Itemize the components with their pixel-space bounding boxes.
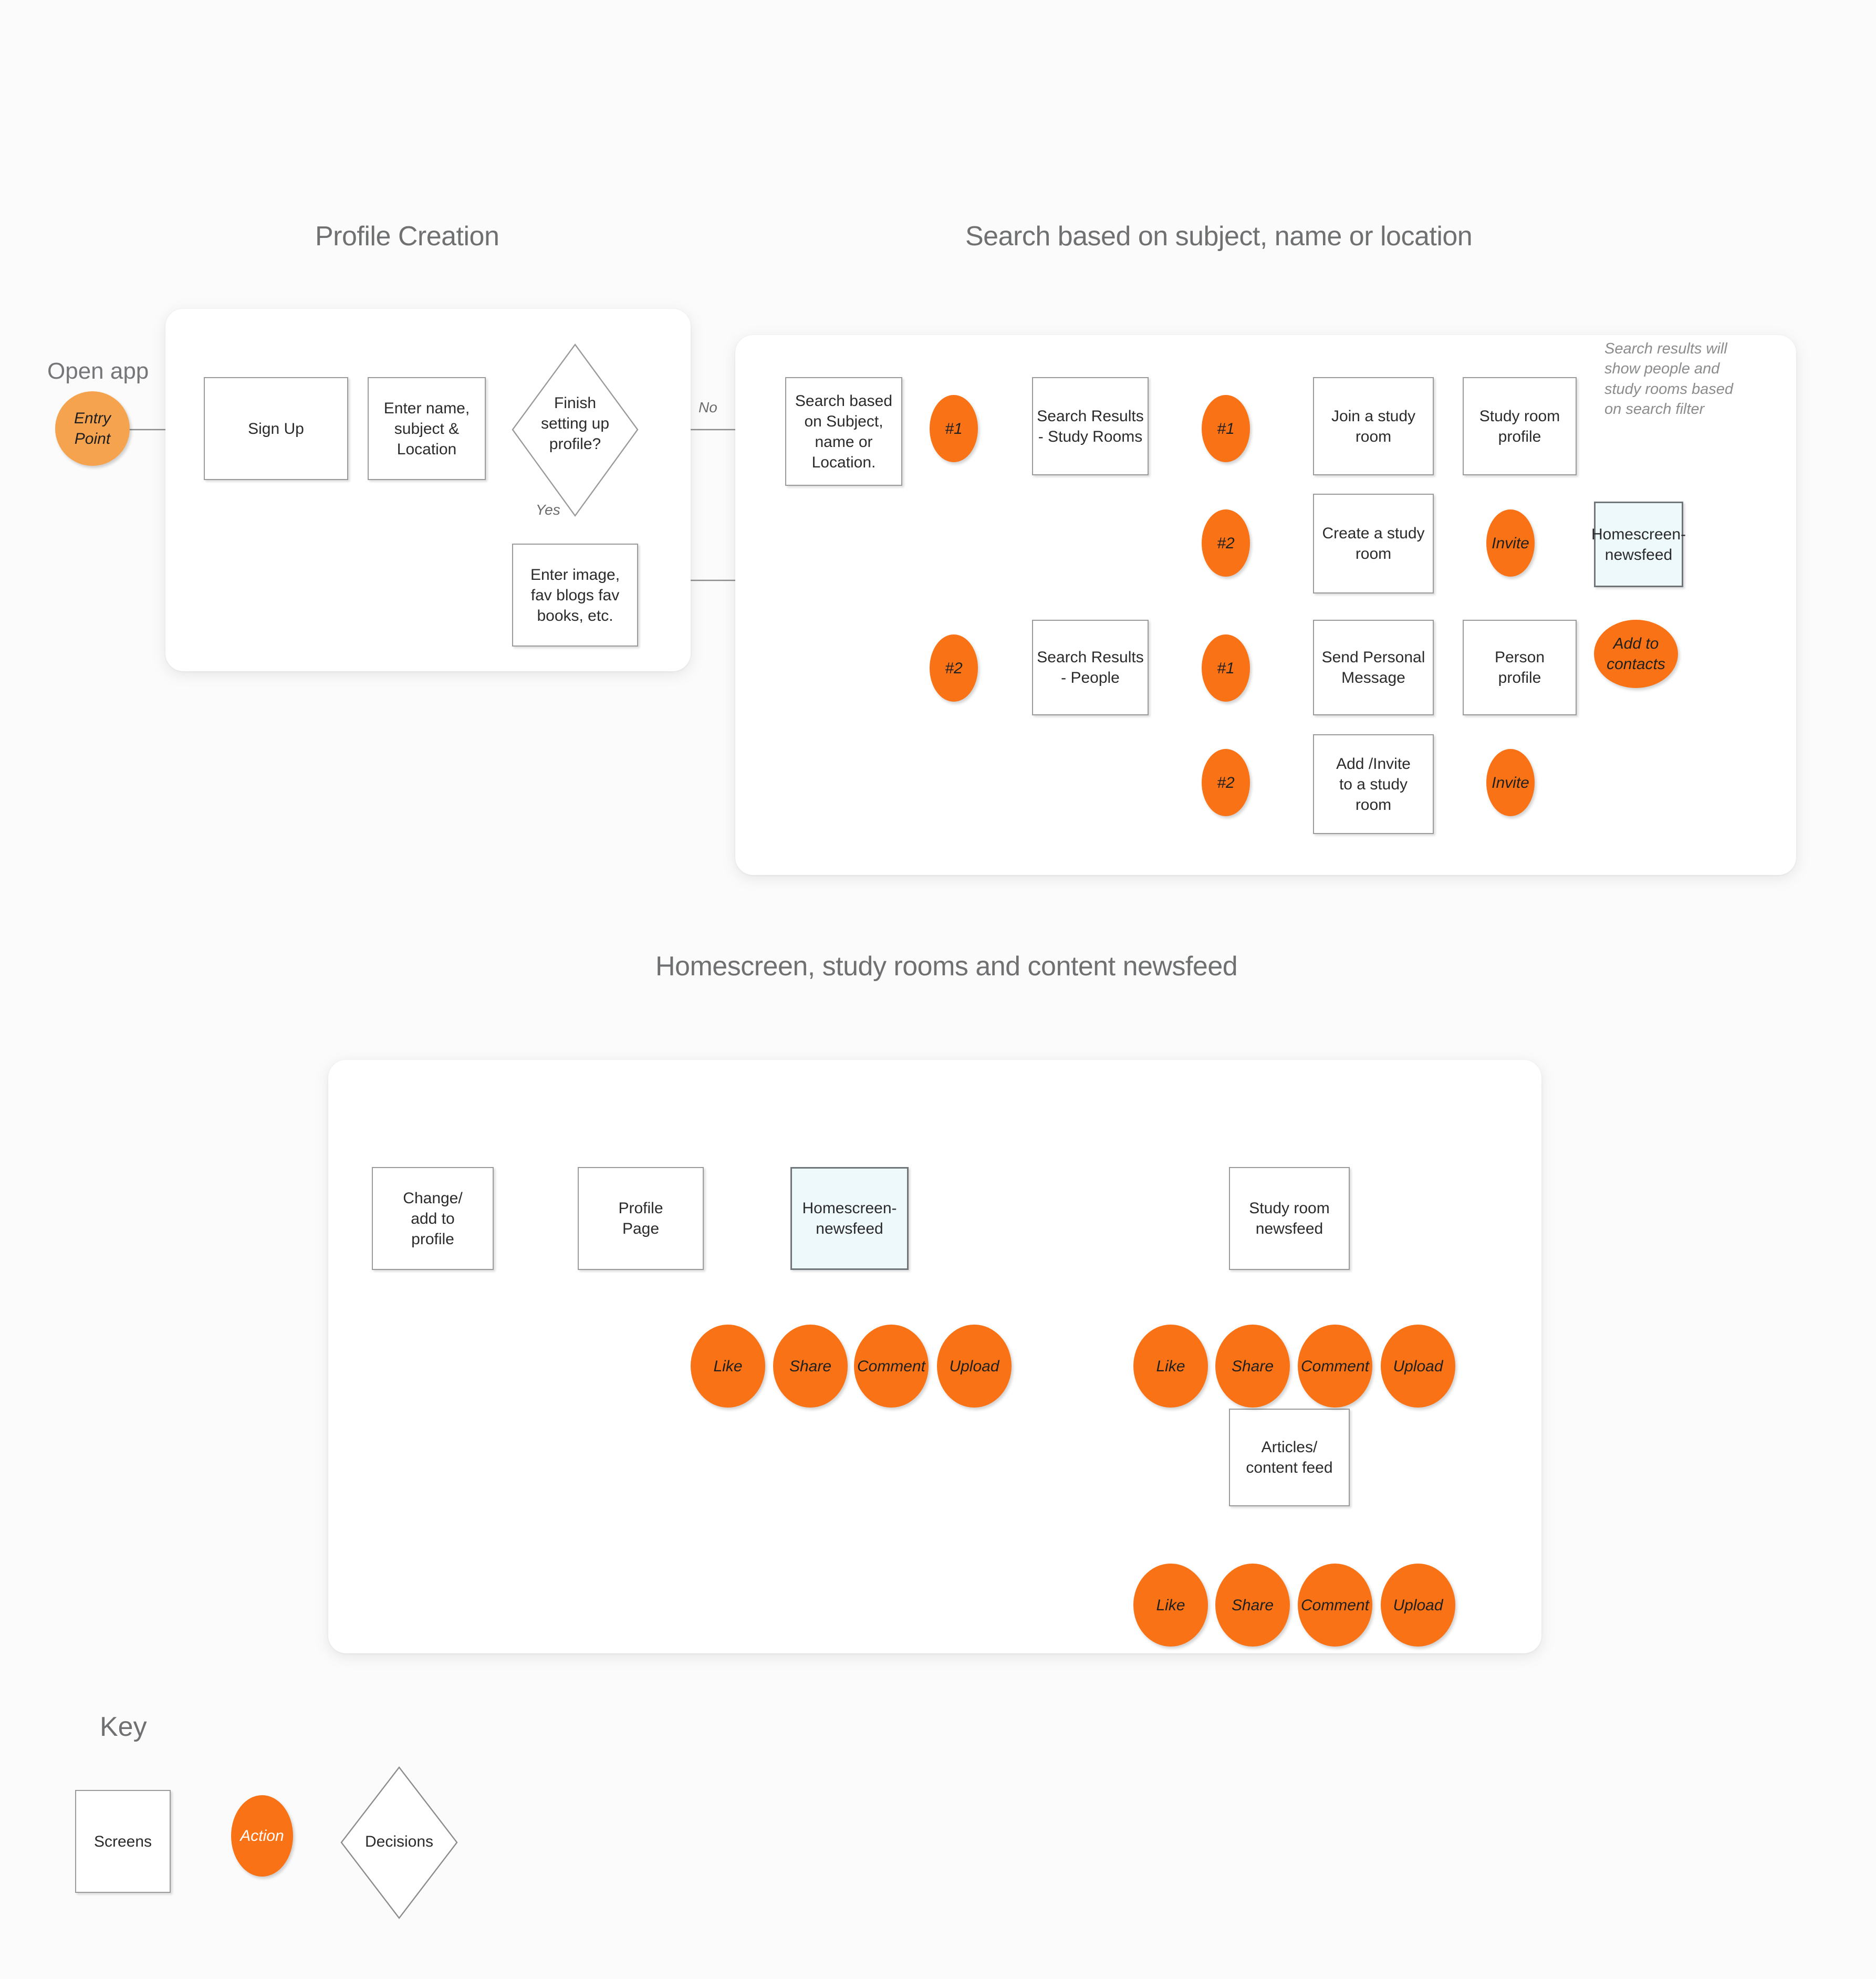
- node-send-personal-message[interactable]: Send Personal Message: [1313, 620, 1434, 715]
- key-item-decisions-shape: [340, 1766, 458, 1919]
- node-profile-page[interactable]: Profile Page: [578, 1167, 704, 1270]
- key-item-decisions-label: Decisions: [364, 1833, 434, 1850]
- node-action-home-comment[interactable]: Comment: [854, 1325, 929, 1408]
- node-search-results-people[interactable]: Search Results - People: [1032, 620, 1149, 715]
- node-action-1-people[interactable]: #1: [1202, 634, 1250, 702]
- key-item-screens: Screens: [75, 1790, 171, 1893]
- edge-label-yes: Yes: [536, 502, 560, 518]
- node-study-room-profile[interactable]: Study room profile: [1463, 377, 1577, 475]
- node-homescreen-newsfeed[interactable]: Homescreen- newsfeed: [790, 1167, 909, 1270]
- node-action-articles-comment[interactable]: Comment: [1298, 1564, 1372, 1647]
- node-action-articles-upload[interactable]: Upload: [1381, 1564, 1455, 1647]
- search-results-annotation: Search results will show people and stud…: [1604, 340, 1734, 418]
- node-action-1-rooms[interactable]: #1: [1202, 395, 1250, 462]
- node-sign-up[interactable]: Sign Up: [204, 377, 348, 480]
- node-action-1-top[interactable]: #1: [930, 395, 978, 462]
- open-app-label: Open app: [47, 358, 149, 384]
- node-join-study-room[interactable]: Join a study room: [1313, 377, 1434, 475]
- node-enter-name[interactable]: Enter name, subject & Location: [368, 377, 486, 480]
- panel-search: [735, 335, 1796, 875]
- node-action-home-like[interactable]: Like: [691, 1325, 765, 1408]
- node-finish-profile-label: Finish setting up profile?: [540, 394, 610, 453]
- node-action-study-like[interactable]: Like: [1133, 1325, 1208, 1408]
- node-create-study-room[interactable]: Create a study room: [1313, 494, 1434, 593]
- node-action-home-upload[interactable]: Upload: [937, 1325, 1012, 1408]
- node-articles-content-feed[interactable]: Articles/ content feed: [1229, 1409, 1350, 1506]
- node-add-invite-study-room[interactable]: Add /Invite to a study room: [1313, 734, 1434, 834]
- section-title-search: Search based on subject, name or locatio…: [965, 221, 1473, 252]
- entry-point-node[interactable]: Entry Point: [55, 391, 130, 466]
- node-action-study-upload[interactable]: Upload: [1381, 1325, 1455, 1408]
- node-finish-profile-shape[interactable]: [509, 341, 641, 520]
- node-change-add-to-profile[interactable]: Change/ add to profile: [372, 1167, 494, 1270]
- key-item-action: Action: [231, 1795, 293, 1877]
- node-homescreen-newsfeed-search[interactable]: Homescreen- newsfeed: [1591, 502, 1686, 587]
- node-action-home-share[interactable]: Share: [773, 1325, 848, 1408]
- node-action-study-share[interactable]: Share: [1215, 1325, 1290, 1408]
- node-study-room-newsfeed[interactable]: Study room newsfeed: [1229, 1167, 1350, 1270]
- node-action-invite-people[interactable]: Invite: [1486, 749, 1535, 816]
- node-action-invite-rooms[interactable]: Invite: [1486, 509, 1535, 577]
- node-action-2-people[interactable]: #2: [930, 634, 978, 702]
- node-action-2-rooms[interactable]: #2: [1202, 509, 1250, 577]
- node-action-2-invite[interactable]: #2: [1202, 749, 1250, 816]
- node-search-base[interactable]: Search based on Subject, name or Locatio…: [785, 377, 902, 486]
- section-title-profile-creation: Profile Creation: [315, 221, 499, 252]
- node-action-articles-share[interactable]: Share: [1215, 1564, 1290, 1647]
- node-action-add-to-contacts[interactable]: Add to contacts: [1594, 620, 1678, 688]
- node-action-study-comment[interactable]: Comment: [1298, 1325, 1372, 1408]
- key-title: Key: [100, 1712, 147, 1742]
- node-action-articles-like[interactable]: Like: [1133, 1564, 1208, 1647]
- edge-label-no: No: [699, 399, 717, 415]
- node-enter-image[interactable]: Enter image, fav blogs fav books, etc.: [512, 544, 638, 647]
- section-title-homescreen: Homescreen, study rooms and content news…: [655, 951, 1238, 982]
- node-person-profile[interactable]: Person profile: [1463, 620, 1577, 715]
- node-search-results-study-rooms[interactable]: Search Results - Study Rooms: [1032, 377, 1149, 475]
